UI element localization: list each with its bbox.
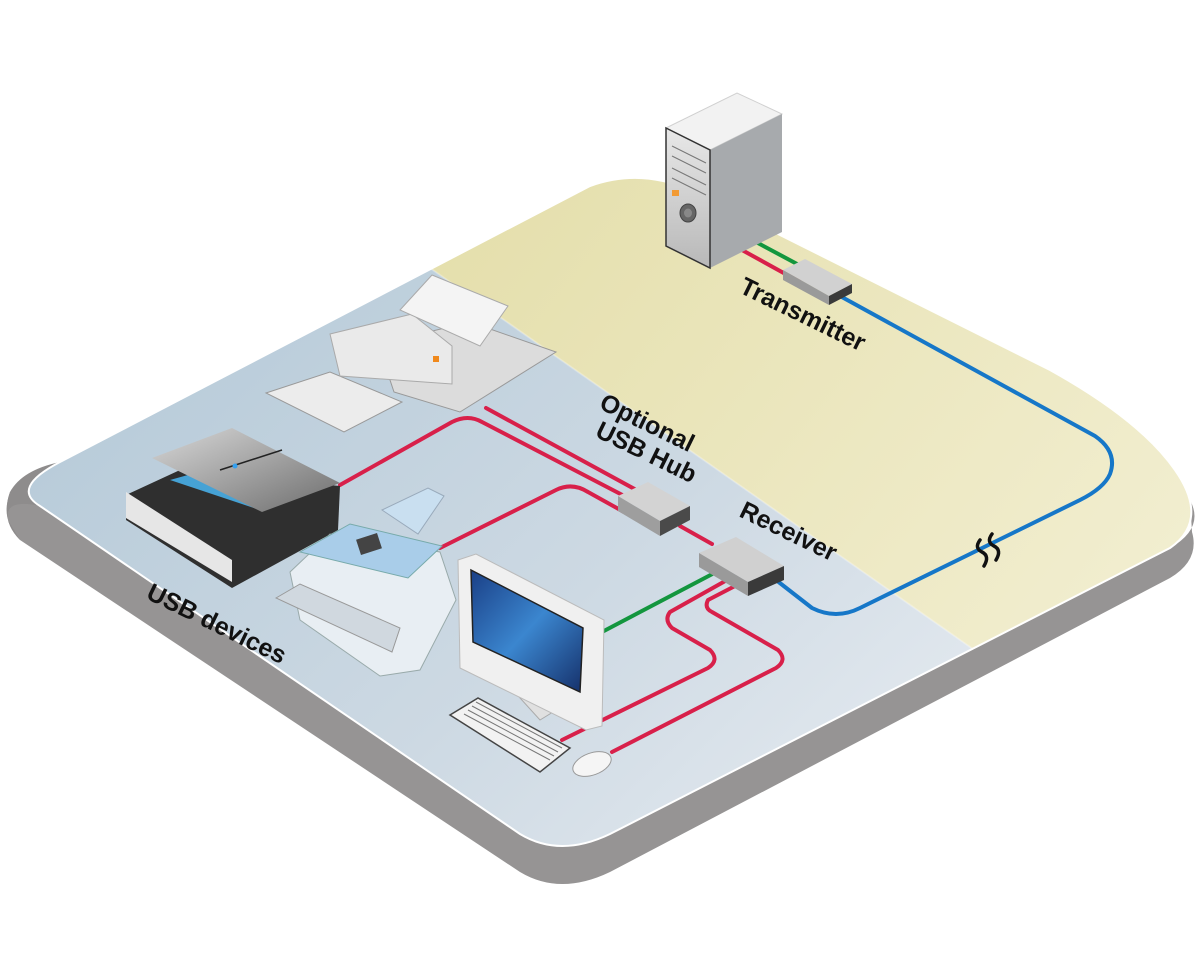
hub-top: [618, 482, 690, 521]
cable-usb-fax-hub: [438, 484, 626, 550]
cable-usb-docscanner-hub-1: [484, 406, 642, 494]
transmitter-side: [829, 284, 852, 305]
receiver-front: [699, 553, 748, 596]
cable-usb-receiver-mouse: [610, 584, 785, 754]
zone-divider: [429, 267, 1001, 669]
cable-link-transmitter-receiver: [774, 294, 1115, 616]
cable-usb-docscanner-hub-2: [338, 416, 634, 502]
computer-tower: [664, 92, 784, 270]
receiver-device: [699, 537, 784, 596]
flatbed-stripe-led: [232, 463, 238, 469]
tower-knob-center: [684, 208, 692, 218]
keyboard: [448, 697, 572, 773]
docscanner-tray-out: [264, 371, 404, 433]
tower-led: [672, 190, 679, 196]
transmitter-front: [783, 270, 829, 305]
cable-video-receiver-monitor: [600, 568, 722, 634]
tower-drive-bay: [671, 145, 707, 196]
tower-front: [665, 126, 711, 270]
receiver-side: [748, 566, 784, 596]
monitor-screen: [470, 568, 584, 694]
flatbed-front: [126, 492, 232, 582]
docscanner-tray-in: [399, 274, 509, 347]
fax-display: [356, 532, 382, 556]
tower-side: [710, 114, 782, 268]
docscanner-logo: [433, 356, 439, 362]
flatbed-scanner: [126, 428, 340, 588]
mouse: [572, 751, 612, 777]
keyboard-keys: [463, 701, 563, 761]
cable-usb-hub-receiver: [678, 524, 714, 546]
monitor: [457, 553, 605, 731]
flatbed-lid: [152, 428, 340, 512]
fax-paper-support: [380, 487, 445, 535]
docscanner-body: [329, 313, 453, 385]
flatbed-lid-stripe: [219, 449, 283, 471]
hub-side: [660, 506, 690, 536]
platform-edge: [6, 492, 1195, 884]
transmitter-top: [783, 259, 852, 296]
usb-hub-device: [618, 482, 690, 536]
cable-usb-receiver-keyboard: [560, 578, 729, 742]
hub-front: [618, 496, 660, 536]
document-scanner: [264, 274, 558, 433]
receiver-top: [699, 537, 784, 582]
cable-break-icon: [975, 532, 1001, 568]
fax-machine: [274, 487, 457, 677]
cables: [338, 240, 1115, 754]
fax-tray: [274, 583, 401, 653]
transmitter-device: [783, 259, 852, 305]
